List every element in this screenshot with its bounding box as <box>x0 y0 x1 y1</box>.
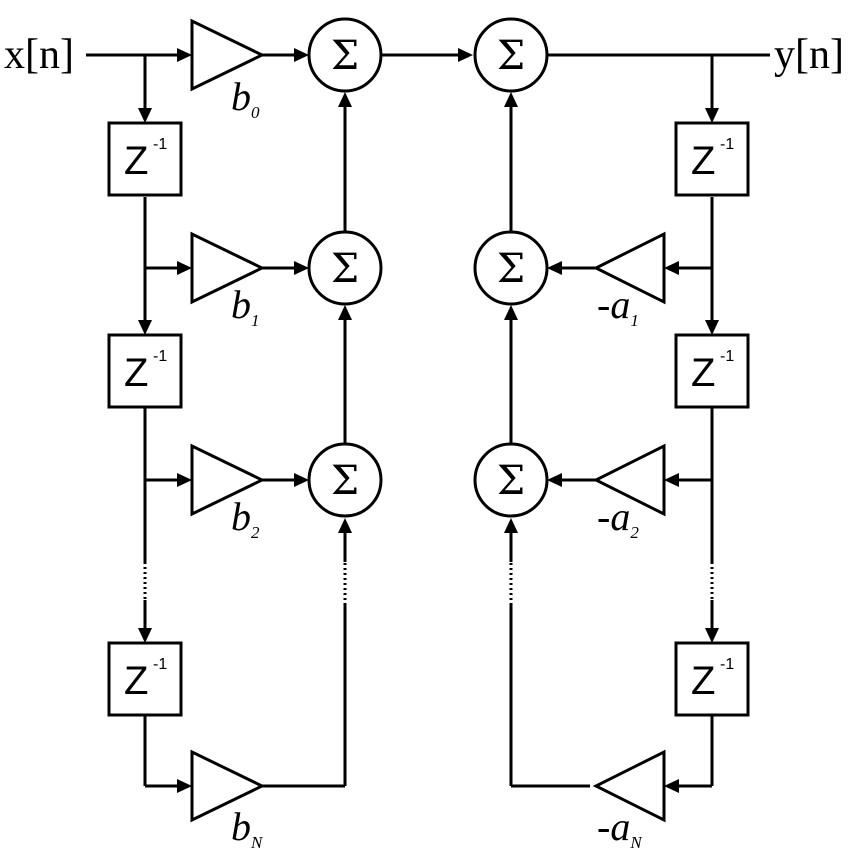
gain-b1: b1 <box>190 231 266 330</box>
gain-bN: bN <box>190 749 266 852</box>
delay-left-2: Z -1 <box>107 333 183 409</box>
gain-b2: b2 <box>190 443 266 542</box>
svg-text:Σ: Σ <box>331 458 359 504</box>
svg-text:Z: Z <box>691 351 715 395</box>
output-label: y[n] <box>774 32 844 78</box>
adder-right-top: Σ <box>473 17 549 93</box>
svg-text:b1: b1 <box>231 282 260 330</box>
svg-text:Z: Z <box>124 659 148 703</box>
svg-text:b0: b0 <box>231 74 260 122</box>
delay-right-2: Z -1 <box>674 333 750 409</box>
svg-text:Σ: Σ <box>331 33 359 79</box>
svg-text:-a2: -a2 <box>597 494 639 542</box>
adder-right-1: Σ <box>473 230 549 306</box>
svg-text:-1: -1 <box>720 136 734 153</box>
adder-left-1: Σ <box>307 230 383 306</box>
svg-text:-1: -1 <box>153 136 167 153</box>
svg-text:Z: Z <box>691 139 715 183</box>
svg-text:-1: -1 <box>720 348 734 365</box>
delay-left-N: Z -1 <box>107 641 183 717</box>
adder-left-top: Σ <box>307 17 383 93</box>
svg-text:Σ: Σ <box>497 33 525 79</box>
svg-text:bN: bN <box>231 804 264 852</box>
gain-a2: -a2 <box>592 443 666 542</box>
svg-text:-a1: -a1 <box>597 282 639 330</box>
adder-left-2: Σ <box>307 442 383 518</box>
delay-right-1: Z -1 <box>674 121 750 197</box>
svg-text:Z: Z <box>124 351 148 395</box>
delay-right-N: Z -1 <box>674 641 750 717</box>
gain-a1: -a1 <box>592 231 666 330</box>
svg-text:Σ: Σ <box>331 246 359 292</box>
svg-text:-aN: -aN <box>597 804 643 852</box>
gain-aN: -aN <box>592 749 666 852</box>
input-label: x[n] <box>4 32 74 78</box>
gain-b0: b0 <box>190 18 266 122</box>
svg-text:-1: -1 <box>153 656 167 673</box>
signal-wires <box>86 53 770 788</box>
svg-text:-1: -1 <box>153 348 167 365</box>
svg-text:Z: Z <box>124 139 148 183</box>
delay-left-1: Z -1 <box>107 121 183 197</box>
svg-text:b2: b2 <box>231 494 260 542</box>
arrowheads <box>138 48 719 793</box>
svg-text:Σ: Σ <box>497 246 525 292</box>
svg-text:-1: -1 <box>720 656 734 673</box>
adder-right-2: Σ <box>473 442 549 518</box>
svg-text:Z: Z <box>691 659 715 703</box>
svg-text:Σ: Σ <box>497 458 525 504</box>
